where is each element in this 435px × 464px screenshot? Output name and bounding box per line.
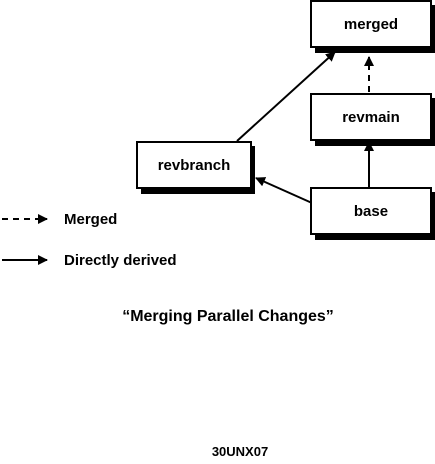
edge-revbranch-to-merged	[236, 51, 336, 142]
node-revbranch: revbranch	[136, 141, 255, 194]
node-base-label: base	[354, 203, 388, 220]
node-revmain-label: revmain	[342, 109, 400, 126]
figure-id: 30UNX07	[212, 444, 268, 459]
node-merged: merged	[310, 0, 435, 53]
diagram-caption: “Merging Parallel Changes”	[122, 308, 334, 325]
node-base: base	[310, 187, 435, 240]
node-revmain: revmain	[310, 93, 435, 146]
legend: Merged Directly derived	[2, 211, 177, 269]
legend-merged-label: Merged	[64, 211, 117, 228]
node-merged-label: merged	[344, 16, 398, 33]
node-revbranch-label: revbranch	[158, 157, 231, 174]
legend-derived-label: Directly derived	[64, 252, 177, 269]
edge-base-to-revbranch	[255, 177, 313, 204]
